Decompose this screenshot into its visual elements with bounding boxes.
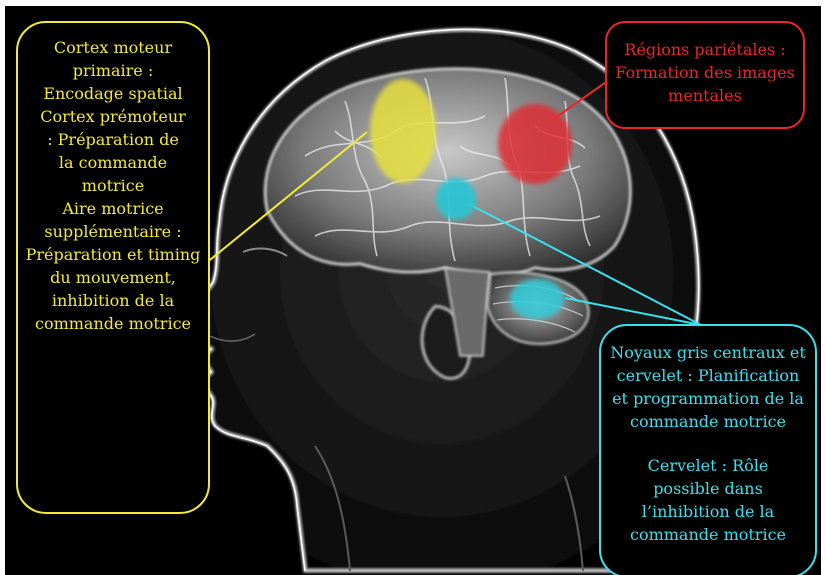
callout-parietal: Régions pariétales : Formation des image…	[605, 21, 805, 129]
red-region	[498, 104, 572, 184]
yellow-region	[370, 79, 436, 183]
callout-text-parietal: Régions pariétales : Formation des image…	[615, 38, 795, 107]
cyan-region-lower	[510, 279, 564, 319]
callout-text-cerebellum: Cervelet : Rôle possible dans l’inhibiti…	[628, 454, 788, 546]
callout-text-premotor: Cortex prémoteur : Préparation de la com…	[38, 105, 188, 197]
callout-motor-cortex: Cortex moteur primaire : Encodage spatia…	[16, 21, 210, 514]
cyan-region-upper	[436, 178, 476, 220]
callout-basal-ganglia: Noyaux gris centraux et cervelet : Plani…	[599, 324, 817, 575]
callout-text-primary-motor: Cortex moteur primaire : Encodage spatia…	[38, 36, 188, 105]
diagram-canvas: Cortex moteur primaire : Encodage spatia…	[5, 6, 821, 575]
callout-text-supplementary-motor: Aire motrice supplémentaire : Préparatio…	[24, 197, 202, 335]
callout-text-basal-ganglia: Noyaux gris centraux et cervelet : Plani…	[608, 341, 808, 433]
